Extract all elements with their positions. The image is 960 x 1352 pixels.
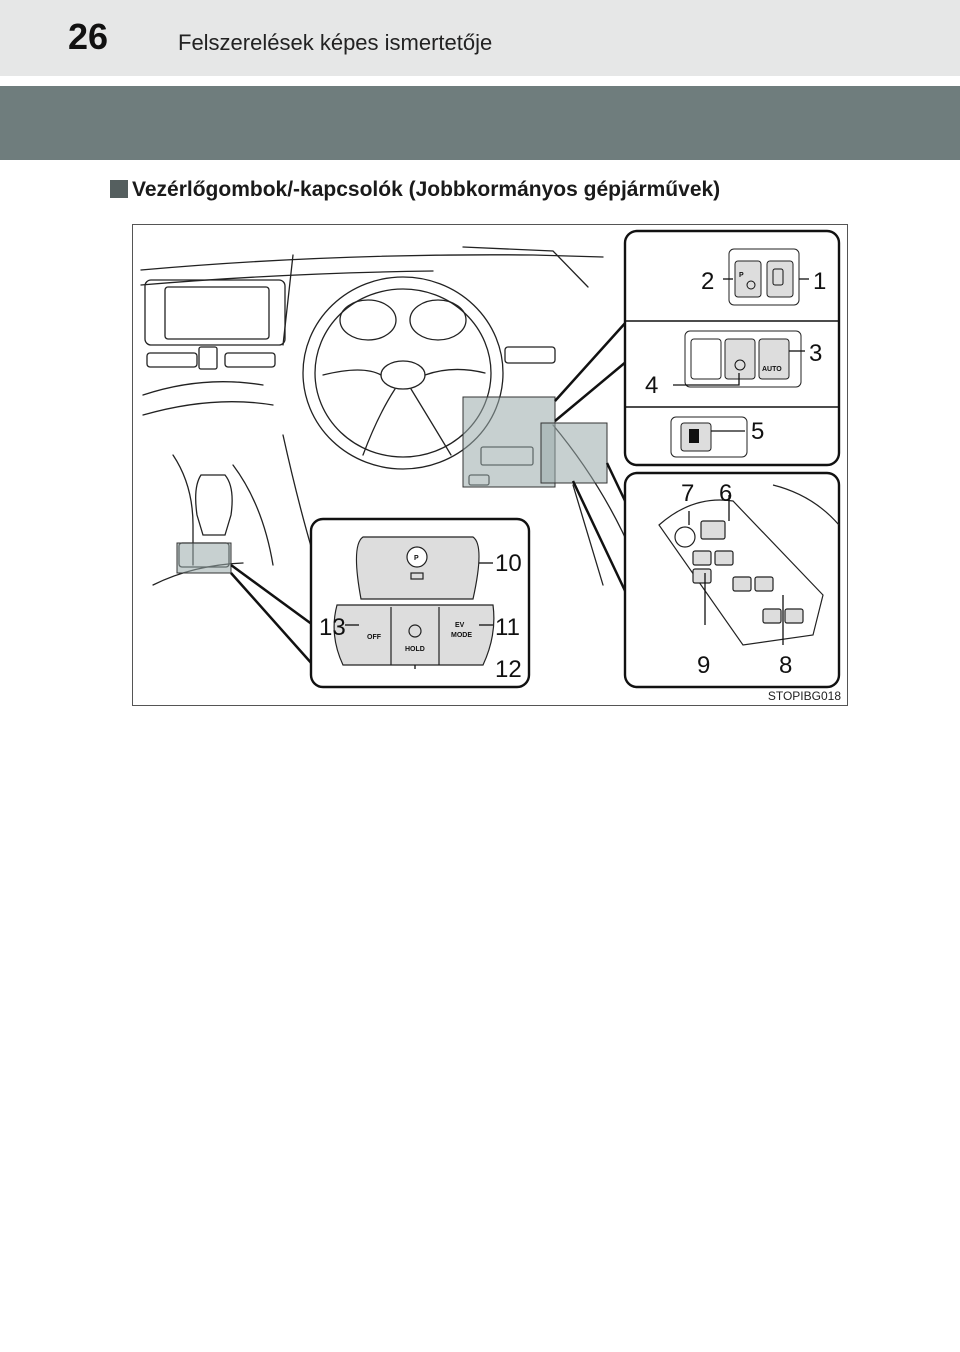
header-strip xyxy=(0,0,960,76)
running-title: Felszerelések képes ismertetője xyxy=(178,30,493,55)
callout-13: 13 xyxy=(319,614,346,641)
section-marker xyxy=(110,180,128,198)
callout-6: 6 xyxy=(719,480,732,507)
header-band xyxy=(0,86,960,160)
callout-7: 7 xyxy=(681,480,694,507)
parking-brake-label: P xyxy=(414,555,419,562)
off-label: OFF xyxy=(367,634,382,641)
callout-11: 11 xyxy=(495,614,520,641)
park-assist-icon-label: P xyxy=(739,272,744,279)
callout-5: 5 xyxy=(751,418,764,445)
hold-label: HOLD xyxy=(405,646,425,653)
sensor-icon xyxy=(772,268,784,286)
page-number: 26 xyxy=(68,16,109,57)
headlight-level-icon xyxy=(734,359,746,371)
controls-figure: P AUTO xyxy=(132,224,848,706)
callout-10: 10 xyxy=(495,550,522,577)
callout-3: 3 xyxy=(809,340,822,367)
fuel-door-icon xyxy=(689,429,699,443)
callout-8: 8 xyxy=(779,652,792,679)
callout-2: 2 xyxy=(701,268,714,295)
park-assist-icon xyxy=(746,280,756,290)
callout-9: 9 xyxy=(697,652,710,679)
callout-4: 4 xyxy=(645,372,658,399)
callout-1: 1 xyxy=(813,268,826,295)
auto-label: AUTO xyxy=(762,366,782,373)
figure-code: STOPIBG018 xyxy=(767,689,841,703)
dashboard-illustration: P AUTO xyxy=(140,229,841,689)
callout-numbers: 1 2 3 4 5 6 7 8 9 10 11 12 13 xyxy=(319,268,826,683)
ev-label: EV xyxy=(455,622,465,629)
mode-label: MODE xyxy=(451,632,472,639)
section-title: Vezérlőgombok/-kapcsolók (Jobbkormányos … xyxy=(132,178,721,201)
callout-12: 12 xyxy=(495,656,522,683)
